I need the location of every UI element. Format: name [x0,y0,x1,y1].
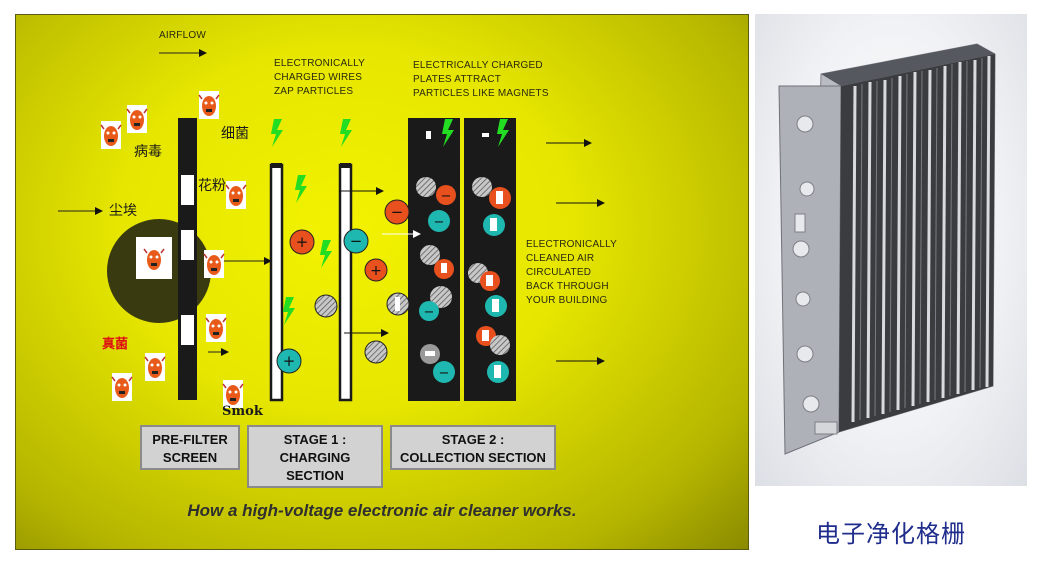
collected-particle: − [428,210,450,232]
bug-icon [143,244,165,274]
fungus-label: 真菌 [102,337,129,352]
collected-particle: − [436,185,456,205]
negative-particle: − [343,228,369,254]
svg-text:+: + [370,263,382,279]
bug-icon [205,313,227,343]
smoke-label: Smok [222,404,263,419]
positive-particle: + [289,229,315,255]
grille-illustration [778,43,996,455]
lightning-icon [295,175,307,203]
svg-text:−: − [441,189,452,204]
neutral-particle [386,292,410,316]
collected-particle [430,286,452,308]
plates-label: ELECTRICALLY CHARGED PLATES ATTRACT PART… [413,60,549,99]
lightning-icon [320,240,332,268]
diagram-graphics: + + − + − − − − − [58,49,605,409]
collected-particle [487,361,509,383]
collected-particle [485,295,507,317]
pre-filter-screen [178,118,197,400]
bug-icon [126,104,148,134]
bacteria-label: 细菌 [221,126,249,142]
bug-icon [144,352,166,382]
lightning-icon [271,119,283,147]
collected-particle [416,177,436,197]
lightning-icon [283,297,295,325]
airflow-label: AIRFLOW [159,30,206,41]
collected-particle: − [419,301,439,321]
charging-wire [338,163,353,402]
svg-text:−: − [434,215,445,230]
charging-wire [269,163,284,402]
virus-label: 病毒 [134,144,162,160]
stage-box-prefilter: PRE-FILTER SCREEN [140,425,240,470]
diagram-caption: How a high-voltage electronic air cleane… [187,501,577,520]
negative-particle: − [384,199,410,225]
charged-wires-label: ELECTRONICALLY CHARGED WIRES ZAP PARTICL… [274,58,365,97]
pollen-label: 花粉 [198,178,226,194]
collected-particle [420,245,440,265]
svg-text:−: − [391,203,404,221]
air-cleaner-diagram: + + − + − − − − − AIRFLOW [15,14,749,550]
dust-label: 尘埃 [109,203,137,219]
neutral-particle [314,294,338,318]
collected-particle: − [433,361,455,383]
bug-icon [100,120,122,150]
stage-box-collection: STAGE 2 : COLLECTION SECTION [390,425,556,470]
bug-icon [198,90,220,120]
svg-text:−: − [424,305,435,320]
svg-text:+: + [296,233,309,251]
electronic-grille-photo [755,14,1027,486]
stage-box-charging: STAGE 1 : CHARGING SECTION [247,425,383,488]
cleaned-air-label: ELECTRONICALLY CLEANED AIR CIRCULATED BA… [526,239,617,306]
positive-particle: + [276,348,302,374]
neutral-particle [364,340,388,364]
collected-particle [420,344,440,364]
bug-icon [225,180,247,210]
svg-text:+: + [283,352,296,370]
collection-plate [464,118,516,401]
svg-text:−: − [439,366,450,381]
collected-particle [480,271,500,291]
bug-icon [111,372,133,402]
collected-particle [489,187,511,209]
svg-text:−: − [350,232,363,250]
photo-title: 电子净化格栅 [816,520,966,548]
positive-particle: + [364,258,388,282]
collected-particle [434,259,454,279]
collected-particle [483,214,505,236]
collected-particle [472,177,492,197]
collected-particle [490,335,510,355]
lightning-icon [340,119,352,147]
bug-icon [203,249,225,279]
